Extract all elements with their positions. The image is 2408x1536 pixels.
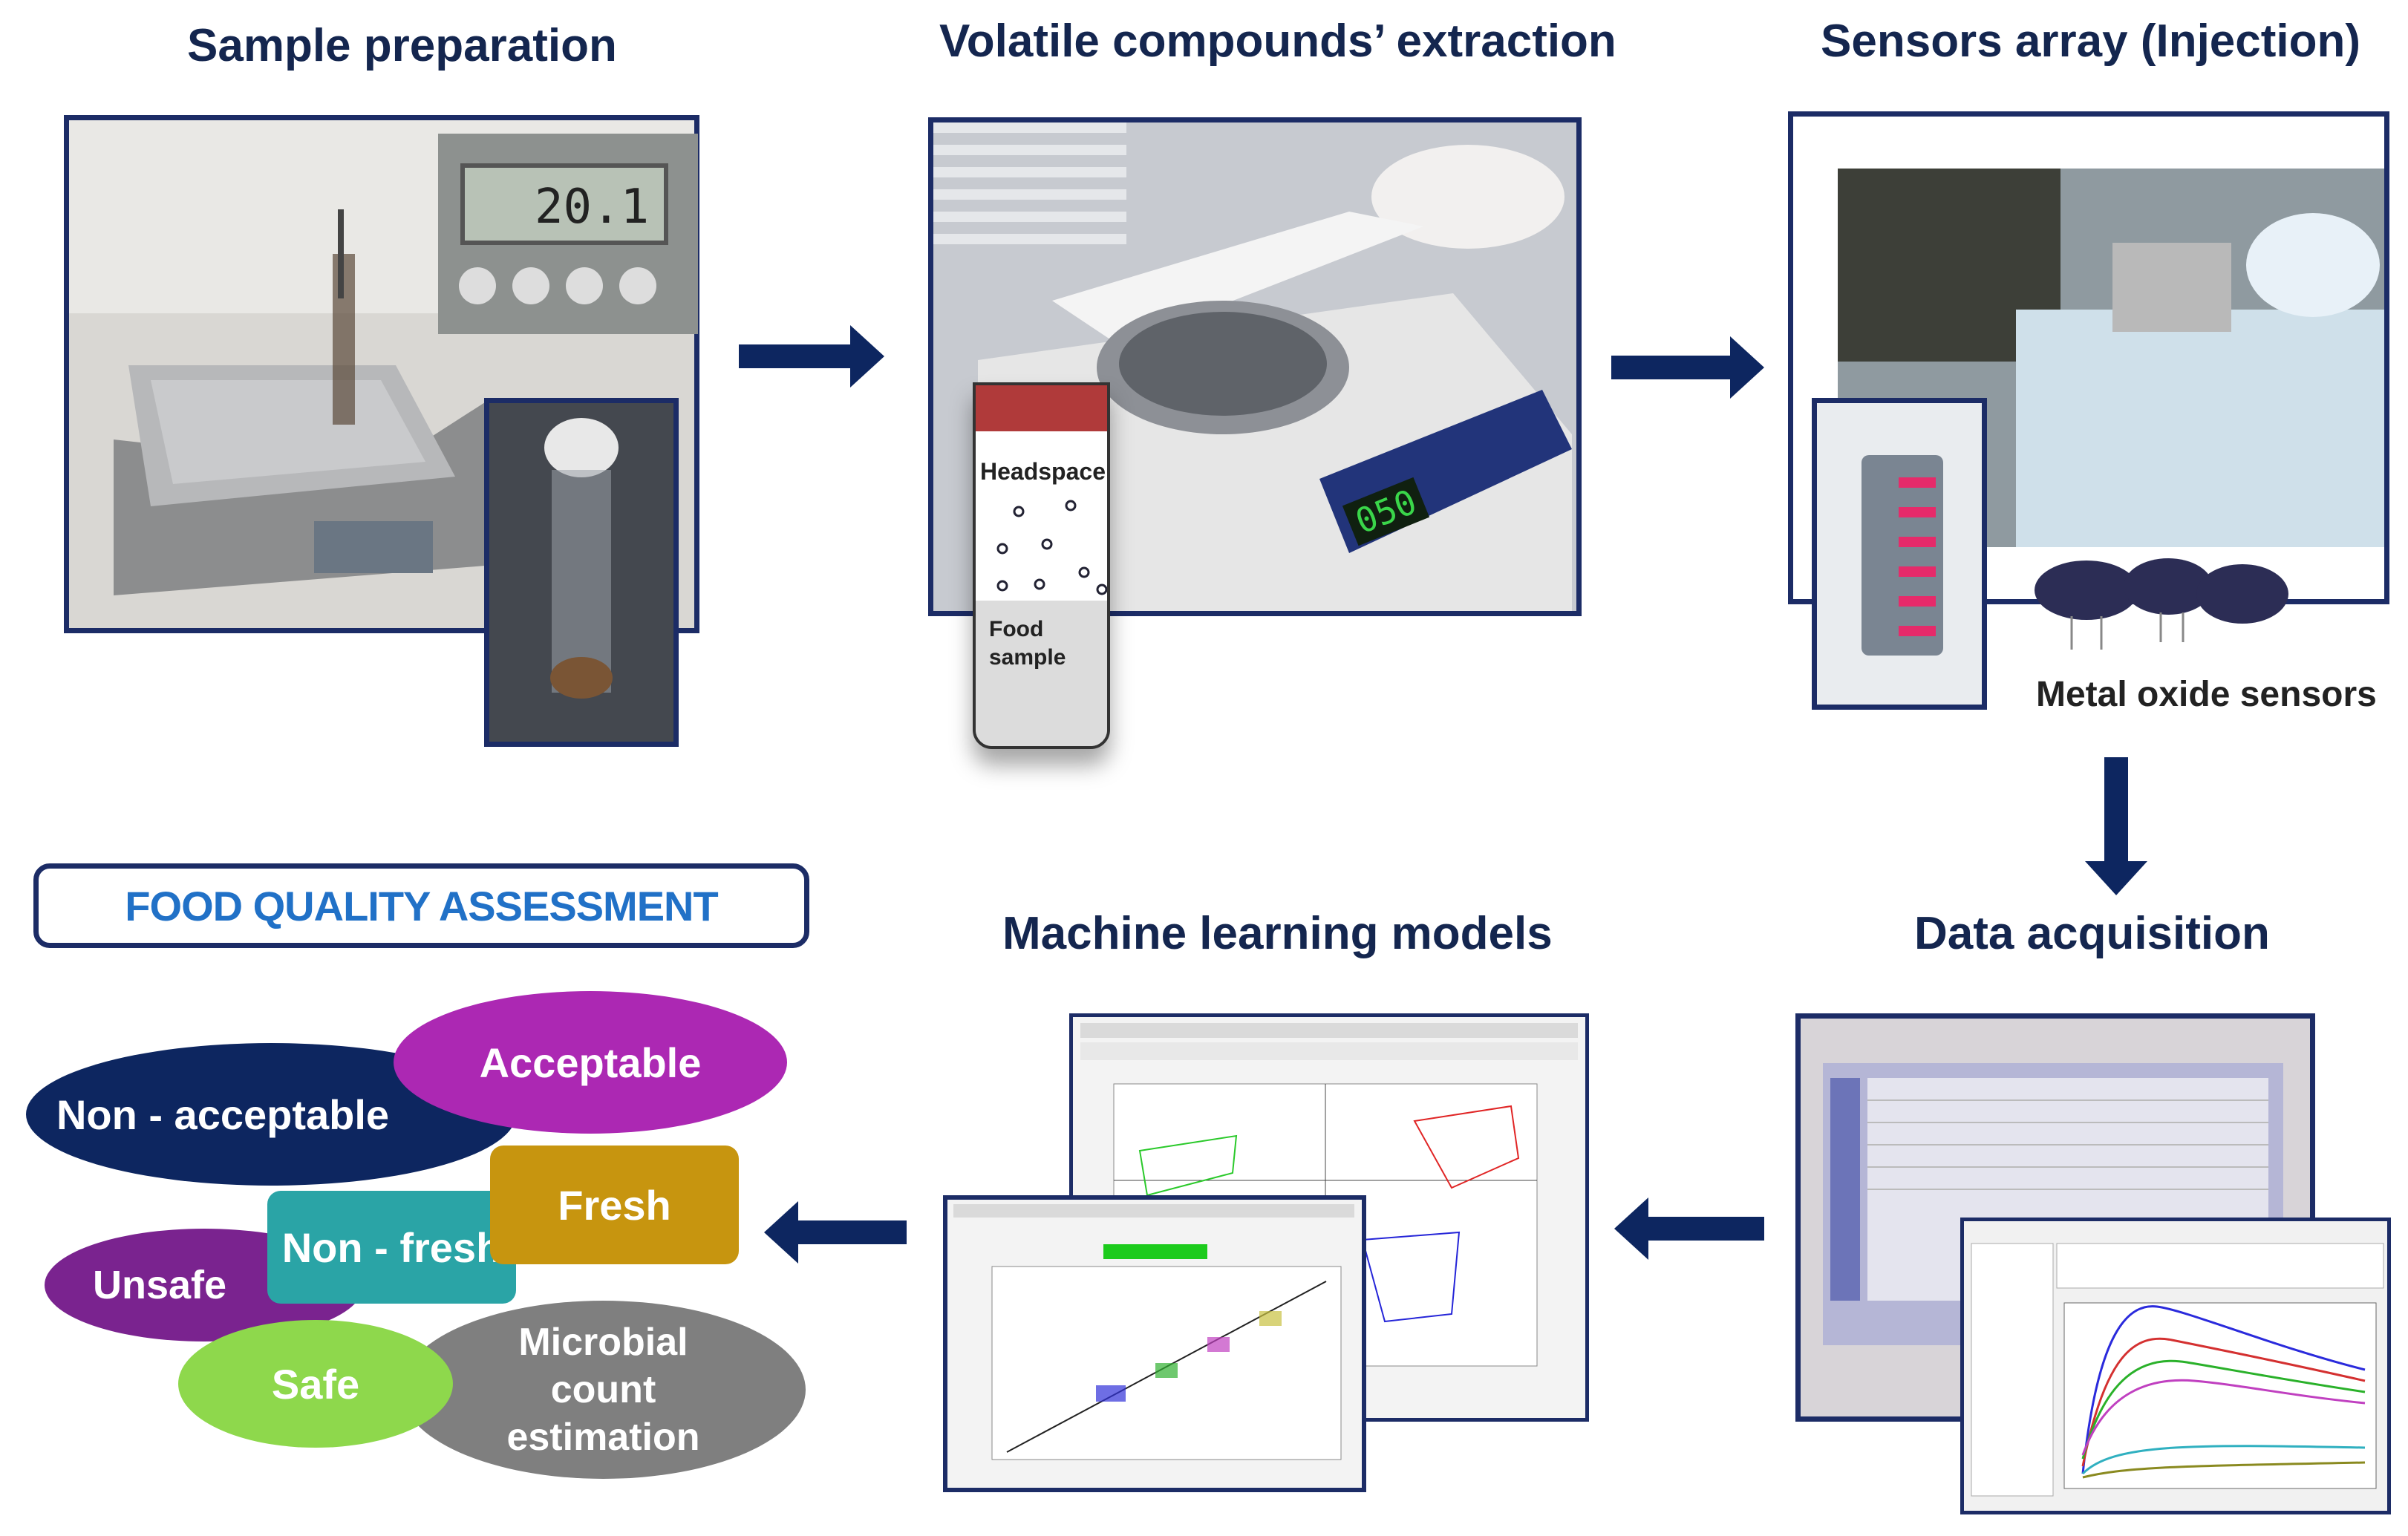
volatile-bubbles: [996, 500, 1107, 595]
scale-display-value: 20.1: [535, 180, 650, 235]
vial-food-area: [976, 601, 1107, 746]
outcome-non-fresh-label: Non - fresh: [281, 1223, 502, 1271]
outcome-microbial-line2: count: [550, 1368, 656, 1411]
headspace-vial: Headspace Food sample: [973, 382, 1110, 749]
food-quality-assessment-label: FOOD QUALITY ASSESSMENT: [125, 882, 718, 929]
injection-illustration: [1793, 117, 2384, 599]
outcome-unsafe-label: Unsafe: [92, 1263, 227, 1307]
vial-sample-label: sample: [989, 645, 1066, 670]
heading-sensors-array: Sensors array (Injection): [1821, 16, 2361, 67]
outcome-acceptable-label: Acceptable: [479, 1039, 702, 1086]
vial-inset: [484, 398, 679, 747]
vial-headspace-label: Headspace: [980, 458, 1106, 485]
heading-data-acquisition: Data acquisition: [1914, 908, 2270, 959]
sensor-device-inset: [1812, 398, 1987, 710]
acquisition-software-screen: [1960, 1218, 2391, 1514]
vial-food-label: Food: [989, 617, 1044, 641]
scale-display-inset: 20.1: [438, 134, 698, 334]
outcome-acceptable: Acceptable: [394, 991, 787, 1134]
vial-illustration: [489, 403, 673, 742]
metal-oxide-sensors-label: Metal oxide sensors: [2036, 675, 2377, 714]
food-quality-assessment-box: FOOD QUALITY ASSESSMENT: [33, 863, 809, 948]
outcome-fresh-label: Fresh: [558, 1181, 671, 1229]
vial-cap: [976, 385, 1107, 431]
outcome-safe: Safe: [178, 1320, 453, 1448]
sensor-curves: [1964, 1221, 2387, 1511]
outcome-microbial-line3: estimation: [506, 1416, 700, 1459]
heading-machine-learning: Machine learning models: [1002, 908, 1553, 959]
outcome-microbial-count: Microbial count estimation: [401, 1301, 806, 1479]
outcome-fresh: Fresh: [490, 1146, 739, 1264]
heading-extraction: Volatile compounds’ extraction: [939, 16, 1616, 67]
heading-sample-preparation: Sample preparation: [187, 20, 617, 71]
outcome-non-acceptable-label: Non - acceptable: [56, 1091, 390, 1138]
outcome-non-fresh: Non - fresh: [267, 1191, 516, 1304]
arrow-extraction-to-sensors: [1611, 336, 1764, 399]
arrow-sample-to-extraction: [739, 325, 884, 388]
arrow-ml-to-quality: [764, 1201, 907, 1264]
arrow-acquisition-to-ml: [1614, 1197, 1764, 1260]
outcome-safe-label: Safe: [271, 1360, 360, 1408]
arrow-sensors-to-acquisition: [2085, 757, 2147, 895]
regression-scatter: [947, 1200, 1362, 1488]
outcome-microbial-line1: Microbial: [518, 1321, 688, 1364]
regression-plot-screen: [943, 1195, 1366, 1492]
metal-oxide-sensors-image: [2035, 558, 2288, 650]
